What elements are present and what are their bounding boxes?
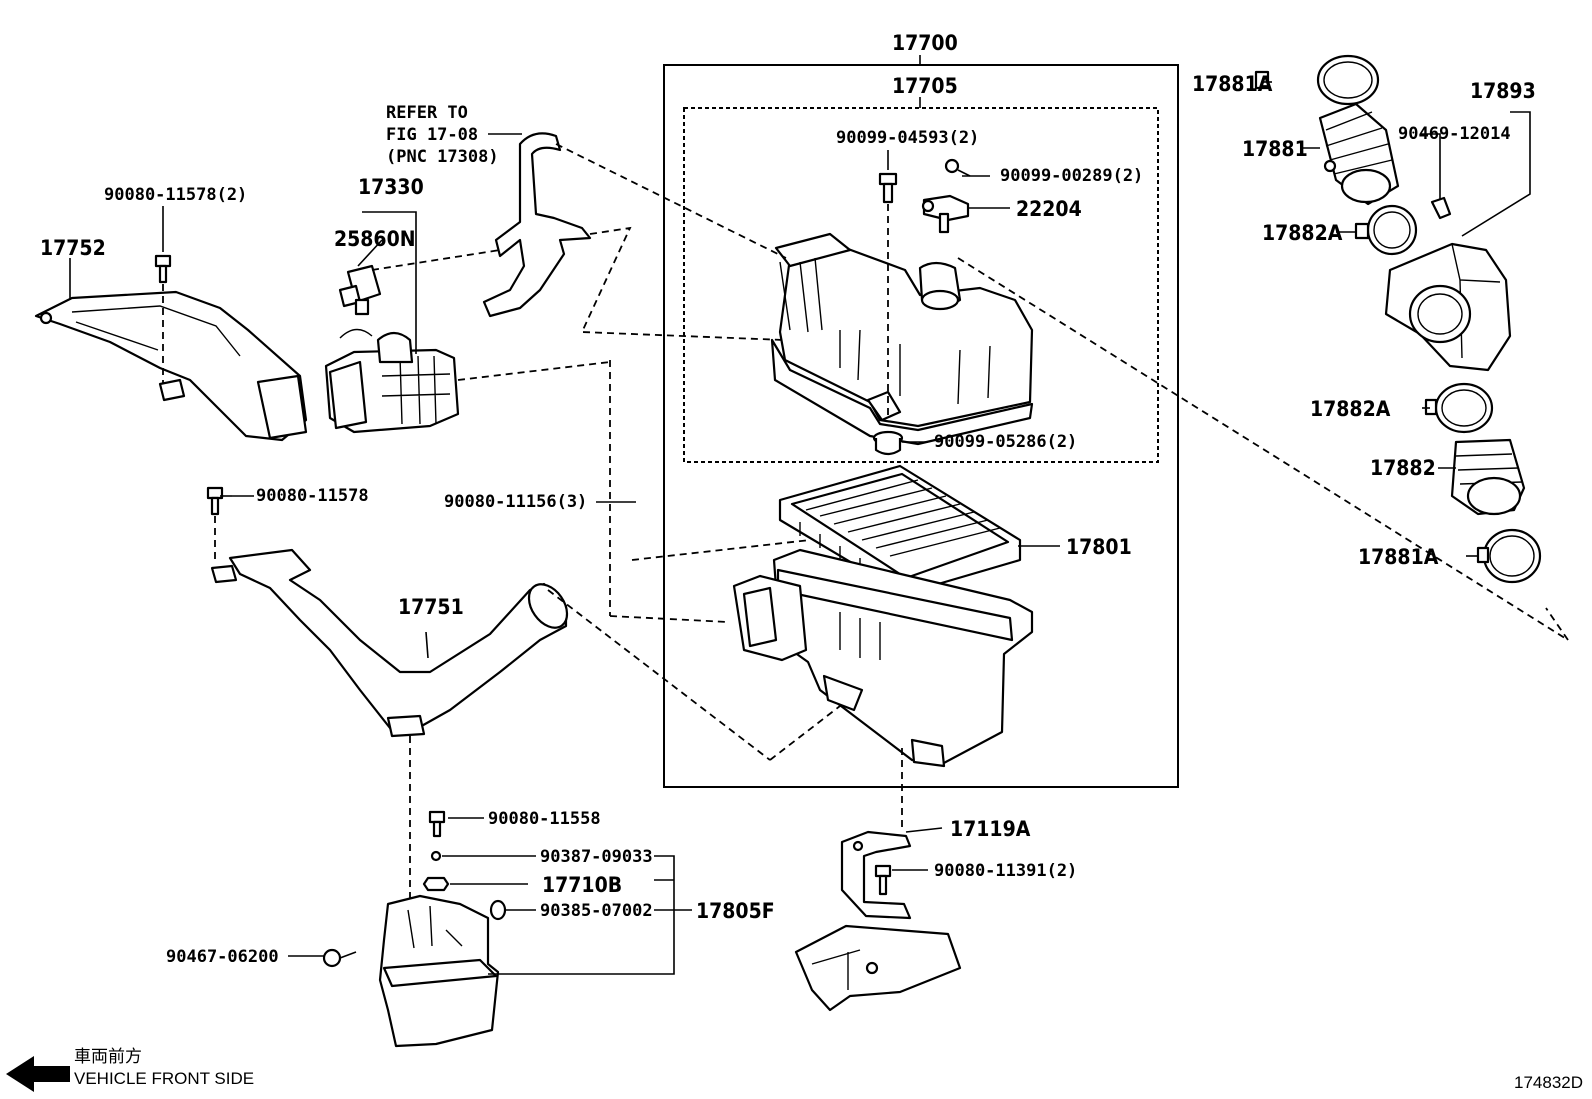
body-panel-drawing xyxy=(794,924,962,1012)
label-90080-11578: 90080-11578 xyxy=(256,486,369,506)
direction-label-en: VEHICLE FRONT SIDE xyxy=(74,1069,254,1088)
label-17710B: 17710B xyxy=(542,873,622,897)
label-90080-11391: 90080-11391(2) xyxy=(934,861,1077,881)
screw-90099-04593-drawing xyxy=(878,172,898,204)
label-90099-05286: 90099-05286(2) xyxy=(934,432,1077,452)
label-17705: 17705 xyxy=(892,74,958,98)
label-17882: 17882 xyxy=(1370,456,1436,480)
label-17881: 17881 xyxy=(1242,137,1308,161)
duct-17751-drawing xyxy=(210,548,569,738)
reference-line-2: FIG 17-08 xyxy=(386,125,478,145)
bolt-90467-06200-drawing xyxy=(322,948,357,968)
label-90469-12014: 90469-12014 xyxy=(1398,124,1511,144)
label-17882A-top: 17882A xyxy=(1262,221,1343,245)
washer-90387-drawing xyxy=(430,850,442,862)
label-90099-04593: 90099-04593(2) xyxy=(836,128,979,148)
label-90080-11578-2: 90080-11578(2) xyxy=(104,185,247,205)
grommet-90099-05286-drawing xyxy=(872,430,904,456)
label-17881A-top: 17881A xyxy=(1192,72,1273,96)
label-90080-11156: 90080-11156(3) xyxy=(444,492,587,512)
label-17801: 17801 xyxy=(1066,535,1132,559)
label-17119A: 17119A xyxy=(950,817,1031,841)
bolt-90080-11578-2-drawing xyxy=(154,254,172,284)
label-17752: 17752 xyxy=(40,236,106,260)
resonator-17893-drawing xyxy=(1384,242,1512,372)
grommet-90385-drawing xyxy=(489,899,507,921)
nut-17710B-drawing xyxy=(422,876,450,892)
clip-90469-12014-drawing xyxy=(1430,196,1452,220)
hose-17881-drawing xyxy=(1318,102,1400,206)
assembly-box-17700 xyxy=(663,64,1179,788)
resonator-17805F-drawing xyxy=(378,894,500,1048)
bolt-90080-11391-drawing xyxy=(874,864,892,896)
reference-line-3: (PNC 17308) xyxy=(386,147,499,167)
reference-line-1: REFER TO xyxy=(386,103,468,123)
label-17751: 17751 xyxy=(398,595,464,619)
hose-17882-drawing xyxy=(1450,438,1526,516)
air-cleaner-cap-drawing xyxy=(770,232,1034,446)
label-90385-07002: 90385-07002 xyxy=(540,901,653,921)
label-90080-11558: 90080-11558 xyxy=(488,809,601,829)
vsv-25860N-drawing xyxy=(338,264,382,316)
label-17805F: 17805F xyxy=(696,899,775,923)
diagram-id: 174832D xyxy=(1514,1073,1583,1092)
bolt-90080-11578-drawing xyxy=(206,486,224,516)
clamp-17882A-mid-drawing xyxy=(1424,382,1494,434)
clamp-17881A-bot-drawing xyxy=(1476,528,1542,584)
assembly-box-17705 xyxy=(683,107,1159,463)
clamp-17881A-top-drawing xyxy=(1254,54,1380,106)
direction-label-jp: 車両前方 xyxy=(74,1047,142,1066)
label-17893: 17893 xyxy=(1470,79,1536,103)
label-17700: 17700 xyxy=(892,31,958,55)
air-flow-meter-drawing xyxy=(324,328,460,434)
sensor-22204-drawing xyxy=(921,194,970,234)
air-cleaner-case-drawing xyxy=(732,548,1034,768)
front-direction-arrow-icon xyxy=(6,1056,70,1092)
label-25860N: 25860N xyxy=(334,227,416,251)
filter-element-drawing xyxy=(778,464,1022,596)
bolt-90080-11558-drawing xyxy=(428,810,446,838)
label-22204: 22204 xyxy=(1016,197,1082,221)
label-90099-00289: 90099-00289(2) xyxy=(1000,166,1143,186)
vacuum-hose-drawing xyxy=(482,132,592,318)
label-17330: 17330 xyxy=(358,175,424,199)
label-90387-09033: 90387-09033 xyxy=(540,847,653,867)
bracket-17119A-drawing xyxy=(840,830,912,920)
label-17882A-mid: 17882A xyxy=(1310,397,1391,421)
clamp-17882A-top-drawing xyxy=(1354,204,1418,256)
screw-90099-00289-drawing xyxy=(944,158,971,177)
label-17881A-bot: 17881A xyxy=(1358,545,1439,569)
label-90467-06200: 90467-06200 xyxy=(166,947,279,967)
duct-17752-drawing xyxy=(34,290,308,442)
